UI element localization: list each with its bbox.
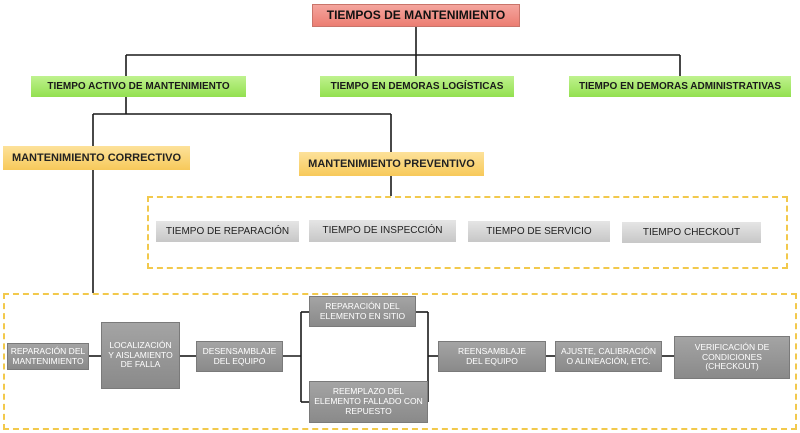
corrective-maintenance: MANTENIMIENTO CORRECTIVO	[3, 146, 190, 170]
step-reassembly: REENSAMBLAJE DEL EQUIPO	[438, 341, 546, 372]
step-element-replacement: REEMPLAZO DEL ELEMENTO FALLADO CON REPUE…	[309, 381, 428, 423]
inspection-time: TIEMPO DE INSPECCIÓN	[309, 220, 456, 242]
main-title: TIEMPOS DE MANTENIMIENTO	[312, 4, 520, 27]
service-time: TIEMPO DE SERVICIO	[468, 221, 610, 242]
active-maintenance-time: TIEMPO ACTIVO DE MANTENIMIENTO	[31, 76, 246, 97]
step-element-repair: REPARACIÓN DEL ELEMENTO EN SITIO	[309, 296, 416, 327]
step-checkout-verification: VERIFICACIÓN DE CONDICIONES (CHECKOUT)	[674, 336, 790, 379]
preventive-maintenance: MANTENIMIENTO PREVENTIVO	[299, 152, 484, 176]
step-maintenance-repair: REPARACIÓN DEL MANTENIMIENTO	[7, 343, 89, 370]
step-adjustment: AJUSTE, CALIBRACIÓN O ALINEACIÓN, ETC.	[555, 341, 662, 372]
repair-time: TIEMPO DE REPARACIÓN	[156, 221, 299, 242]
step-disassembly: DESENSAMBLAJE DEL EQUIPO	[196, 341, 283, 372]
administrative-delay-time: TIEMPO EN DEMORAS ADMINISTRATIVAS	[569, 76, 791, 97]
step-fault-localization: LOCALIZACIÓN Y AISLAMIENTO DE FALLA	[101, 322, 180, 389]
logistic-delay-time: TIEMPO EN DEMORAS LOGÍSTICAS	[320, 76, 514, 97]
preventive-group-frame	[147, 196, 788, 269]
checkout-time: TIEMPO CHECKOUT	[622, 222, 761, 243]
corrective-group-frame	[3, 293, 797, 430]
